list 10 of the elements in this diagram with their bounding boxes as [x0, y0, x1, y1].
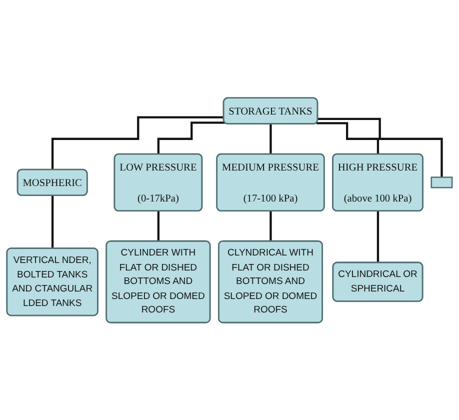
node-box — [430, 176, 453, 188]
connector — [270, 210, 272, 242]
connector — [270, 122, 272, 156]
connector — [376, 210, 380, 264]
connector — [316, 122, 380, 156]
connector — [51, 116, 224, 171]
connector — [318, 118, 443, 178]
connector — [51, 194, 54, 250]
connector — [157, 210, 160, 242]
connector — [157, 121, 225, 156]
